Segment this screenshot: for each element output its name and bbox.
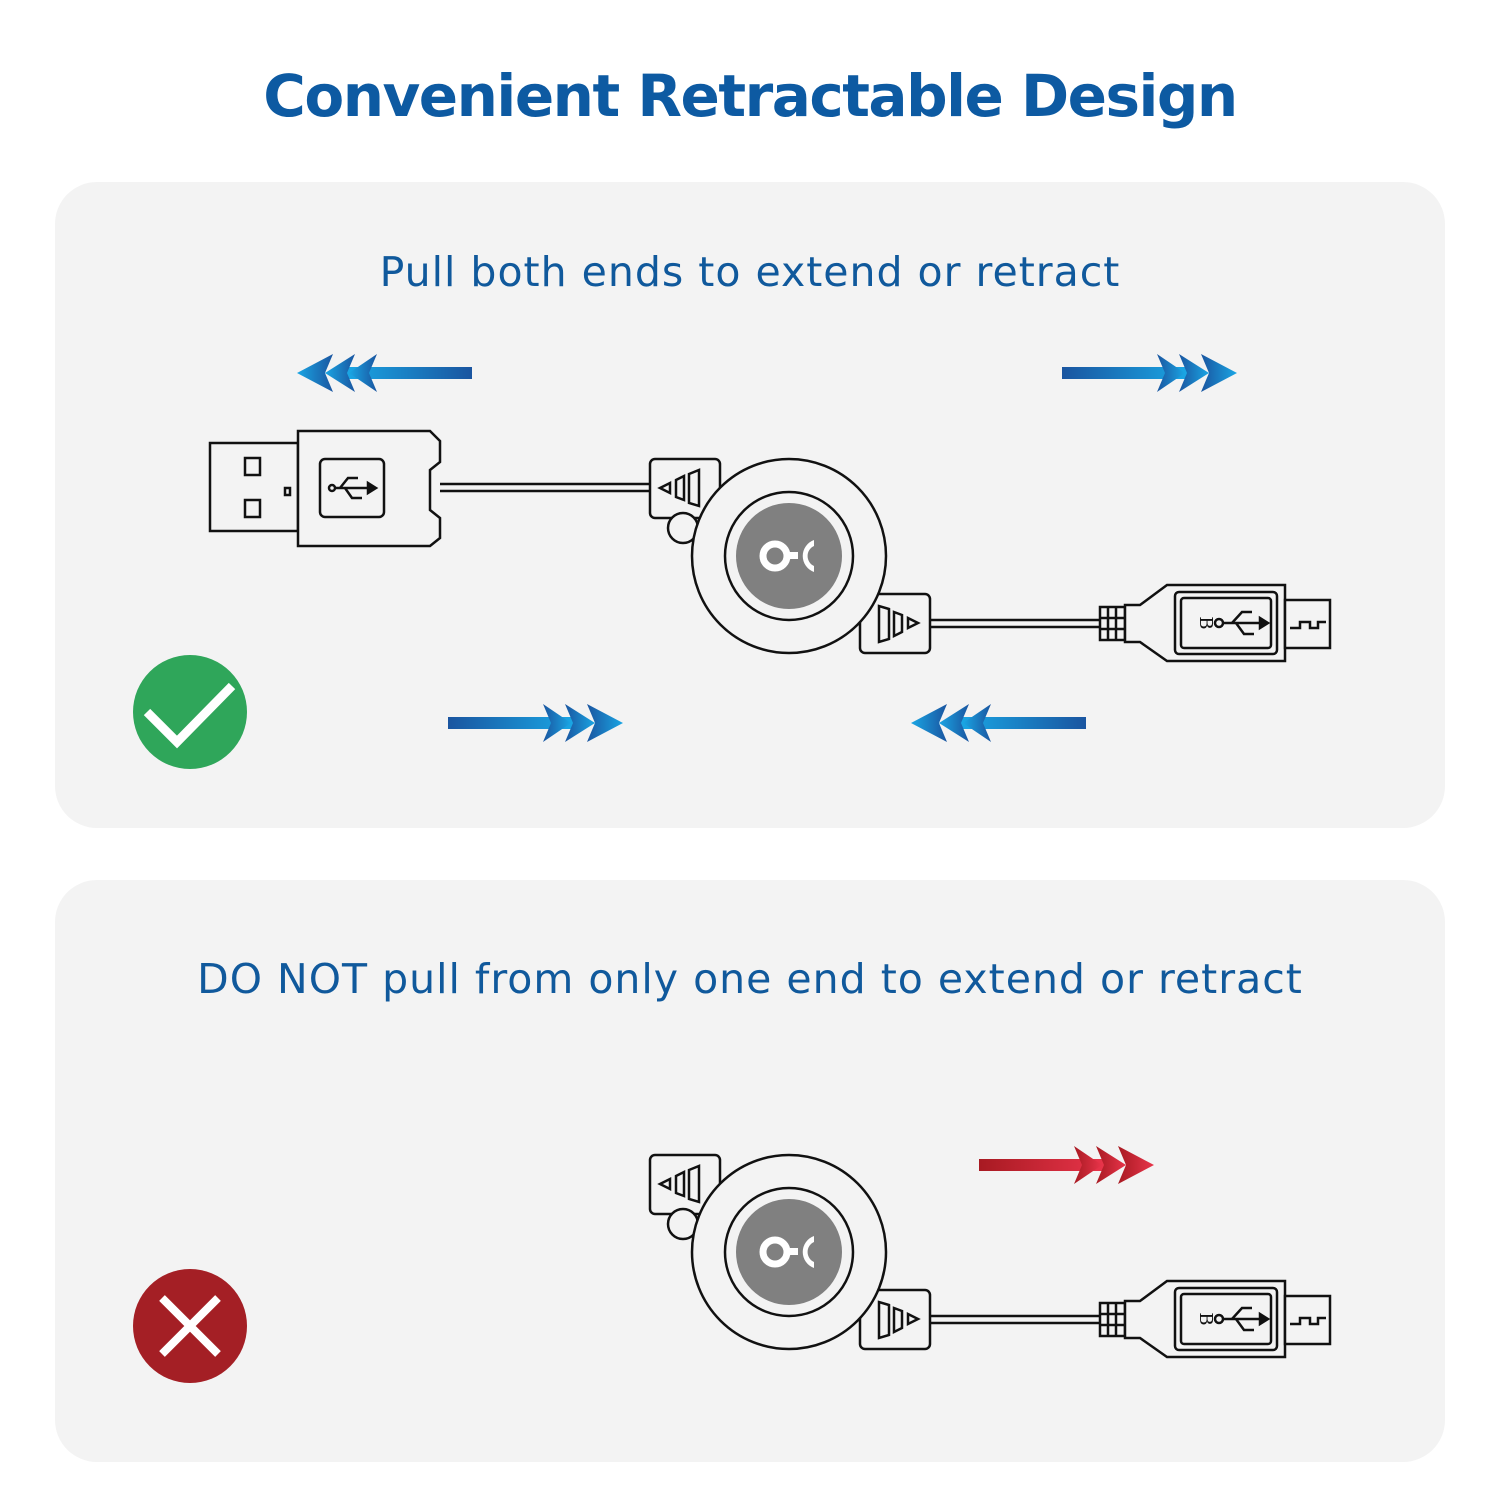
page-title: Convenient Retractable Design (263, 62, 1238, 130)
instruction-incorrect: DO NOT pull from only one end to extend … (197, 955, 1303, 1003)
arrow-pull-one-end (979, 1146, 1154, 1184)
arrow-retract-right (448, 704, 623, 742)
connector-label: B (1195, 616, 1216, 629)
instruction-correct: Pull both ends to extend or retract (379, 248, 1121, 296)
arrow-retract-left (911, 704, 1086, 742)
check-icon (133, 655, 247, 769)
x-icon (133, 1269, 247, 1383)
retractable-reel-correct (650, 459, 1330, 661)
arrow-pull-right (1062, 354, 1237, 392)
usb-a-connector (208, 429, 650, 548)
retractable-reel-incorrect (650, 1155, 1330, 1357)
arrow-pull-left (297, 354, 472, 392)
connector-label-2: B (1195, 1312, 1216, 1325)
